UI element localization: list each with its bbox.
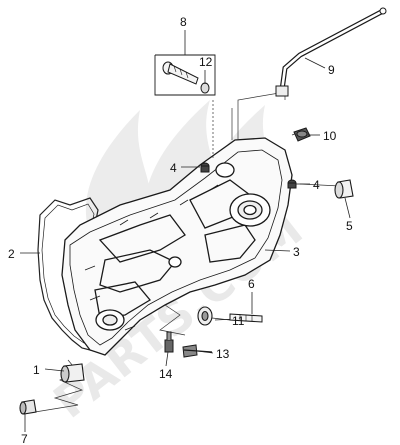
bushing-part-5 [334,179,354,199]
washer-part-14 [164,331,174,353]
callout-13: 13 [216,347,230,361]
washer-part-12 [200,82,210,94]
callout-14: 14 [159,367,173,381]
callout-2: 2 [8,247,15,261]
callout-7: 7 [21,432,28,445]
callout-4-upper: 4 [170,161,177,175]
dowel-pin-part-4-lower [287,179,297,189]
dowel-pin-part-4-upper [200,162,210,173]
plug-part-10 [293,127,311,142]
callout-3: 3 [293,245,300,259]
oil-seal-part-11 [197,306,213,326]
bolt-part-8 [154,54,216,96]
callout-8: 8 [180,15,187,29]
bushing-part-1 [60,363,85,383]
breather-pipe-part-9 [275,7,387,97]
leader-lines [20,30,351,432]
callout-12: 12 [199,55,213,69]
callout-9: 9 [328,63,335,77]
callout-4-lower: 4 [313,178,320,192]
callout-10: 10 [323,129,337,143]
stud-part-6 [229,313,263,323]
callout-1: 1 [33,363,40,377]
callout-5: 5 [346,219,353,233]
callout-labels: 1 2 3 4 4 5 6 7 8 9 10 11 12 13 14 [8,15,353,445]
crankcase-part-3 [61,137,293,356]
callout-6: 6 [248,277,255,291]
cap-part-7 [19,399,37,415]
callout-11: 11 [232,314,245,328]
